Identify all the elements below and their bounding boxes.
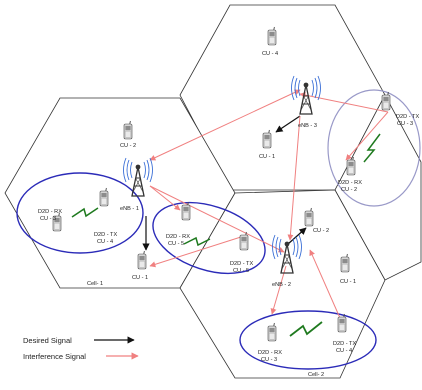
d2d-ellipse-cell-2 [239,310,377,370]
interference-signal-4 [345,111,389,161]
d2d-tx-top-sub: CU - 3 [397,121,413,127]
d2d-rx-cell-2-sub: CU - 3 [261,357,277,363]
d2d-tx-top-title: D2D - TX [396,114,419,120]
d2d-rx-cell-1-sub: CU - 3 [40,216,56,222]
d2d-ellipse-top-right [327,89,421,207]
d2d-rx-top-title: D2D - RX [338,180,362,186]
interference-signal-2 [287,115,301,241]
cell-2-hexagon [179,189,386,379]
interference-signal-6 [149,185,285,253]
cu-1-top-label: CU - 1 [259,154,275,160]
d2d-ellipse-middle [152,201,266,275]
cu-1-cell-2-label: CU - 1 [340,279,356,285]
d2d-tx-cell-2-sub: CU - 4 [336,348,352,354]
cu-2-cell-2-label: CU - 2 [313,228,329,234]
interference-signal-9 [309,249,341,319]
d2d-tx-cell-1-title: D2D - TX [94,232,117,238]
d2d-tx-middle-title: D2D - TX [230,261,253,267]
d2d-rx-cell-2-title: D2D - RX [258,350,282,356]
enb-1-label: eNB - 1 [120,206,139,212]
interference-signal-1 [149,89,301,161]
interference-signal-5 [149,185,181,211]
legend-desired-label: Desired Signal [23,336,72,345]
d2d-tx-cell-2-title: D2D - TX [333,341,356,347]
cu-2-cell-1-label: CU - 2 [120,143,136,149]
d2d-rx-top-sub: CU - 2 [341,187,357,193]
cell-2-label: Cell- 2 [308,372,324,378]
enb-2-label: eNB - 2 [272,282,291,288]
d2d-link-cell-1 [71,207,99,218]
cu-4-top-label: CU - 4 [262,51,278,57]
d2d-link-cell-2 [289,321,323,337]
cu-1-cell-1-label: CU - 1 [132,275,148,281]
desired-signal-enb2-cu2 [287,227,307,245]
d2d-rx-middle-title: D2D - RX [166,234,190,240]
interference-signal-3 [299,92,389,113]
d2d-link-top-right [363,133,381,163]
interference-signal-8 [270,265,287,315]
d2d-rx-middle-sub: CU - 5 [168,241,184,247]
cell-1-label: Cell- 1 [87,281,103,287]
d2d-tx-cell-1-sub: CU - 4 [97,239,113,245]
d2d-tx-middle-sub: CU - 5 [233,268,249,274]
enb-3-label: eNB - 3 [298,123,317,129]
d2d-link-middle [183,236,211,247]
legend-interference-label: Interference Signal [23,352,86,361]
d2d-ellipse-cell-1 [16,172,144,254]
interference-signal-7 [149,235,245,268]
d2d-rx-cell-1-title: D2D - RX [38,209,62,215]
